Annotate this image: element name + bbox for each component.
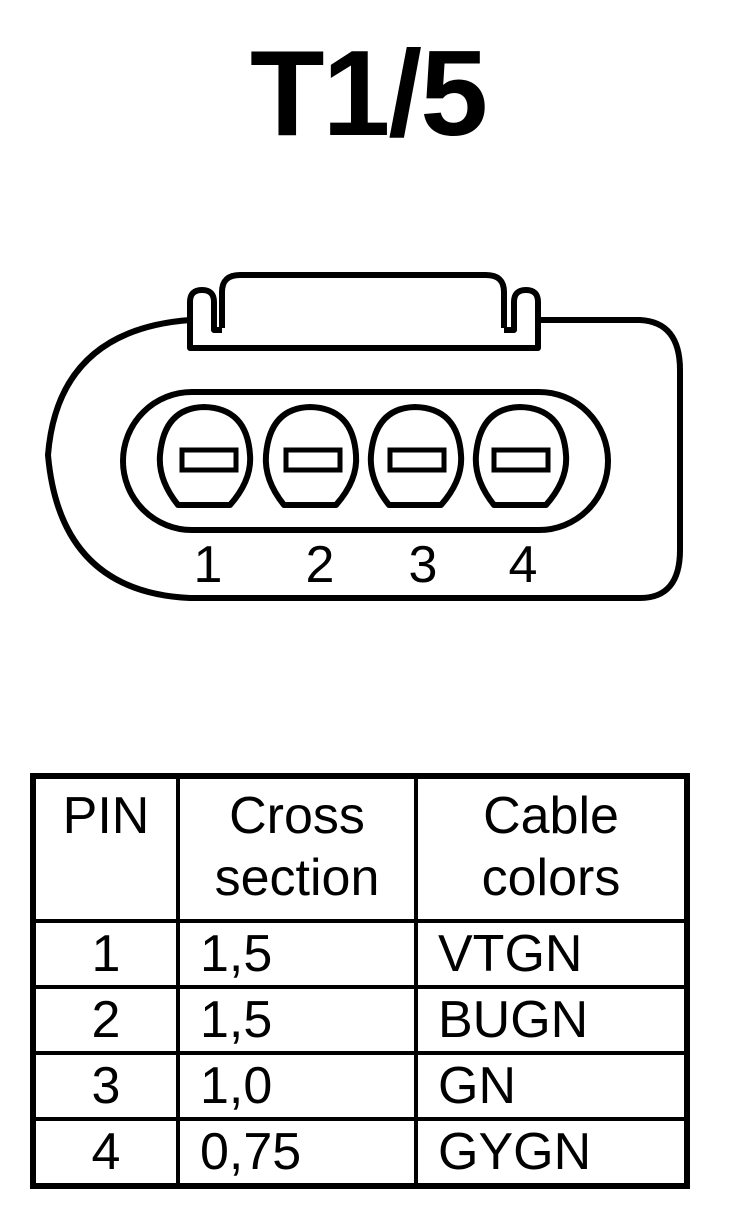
latch-left-hook — [187, 287, 222, 348]
header-cable-colors: Cable colors — [414, 774, 689, 923]
header-cross-section-line-1: Cross — [229, 787, 365, 845]
pin-2-slot — [283, 447, 343, 473]
pin-label-2: 2 — [306, 536, 335, 594]
table-header-row: PIN Cross section Cable colors — [31, 774, 689, 923]
latch-tab — [219, 272, 507, 328]
table-row: 1 1,5 VTGN — [31, 919, 689, 989]
cell-pin: 2 — [31, 985, 180, 1055]
connector-title: T1/5 — [249, 25, 488, 161]
pin-3-slot — [387, 447, 447, 473]
header-cable-colors-line-2: colors — [481, 849, 621, 907]
pin-label-4: 4 — [509, 536, 538, 594]
cell-pin: 4 — [31, 1117, 180, 1188]
cell-cross-section: 1,5 — [176, 919, 418, 989]
cell-cross-section: 1,5 — [176, 985, 418, 1055]
header-cross-section: Cross section — [176, 774, 418, 923]
pin-label-3: 3 — [409, 536, 438, 594]
connector-diagram: 1 2 3 4 — [45, 272, 683, 601]
cell-cross-section: 1,0 — [176, 1051, 418, 1121]
cell-pin: 3 — [31, 1051, 180, 1121]
header-pin: PIN — [31, 774, 180, 923]
header-cross-section-line-2: section — [214, 849, 380, 907]
cell-cable-color: BUGN — [414, 985, 689, 1055]
latch-right-hook — [504, 287, 541, 348]
cell-cross-section: 0,75 — [176, 1117, 418, 1188]
header-pin-line-1: PIN — [62, 787, 150, 845]
pin-assignment-table: PIN Cross section Cable colors 1 1,5 VTG… — [30, 773, 690, 1189]
pin-1-slot — [179, 447, 239, 473]
cell-pin: 1 — [31, 919, 180, 989]
table-row: 4 0,75 GYGN — [31, 1117, 689, 1188]
header-cable-colors-line-1: Cable — [483, 787, 619, 845]
cell-cable-color: VTGN — [414, 919, 689, 989]
table-row: 2 1,5 BUGN — [31, 985, 689, 1055]
cell-cable-color: GN — [414, 1051, 689, 1121]
table-row: 3 1,0 GN — [31, 1051, 689, 1121]
pin-label-1: 1 — [194, 536, 223, 594]
cell-cable-color: GYGN — [414, 1117, 689, 1188]
pin-4-slot — [491, 447, 551, 473]
